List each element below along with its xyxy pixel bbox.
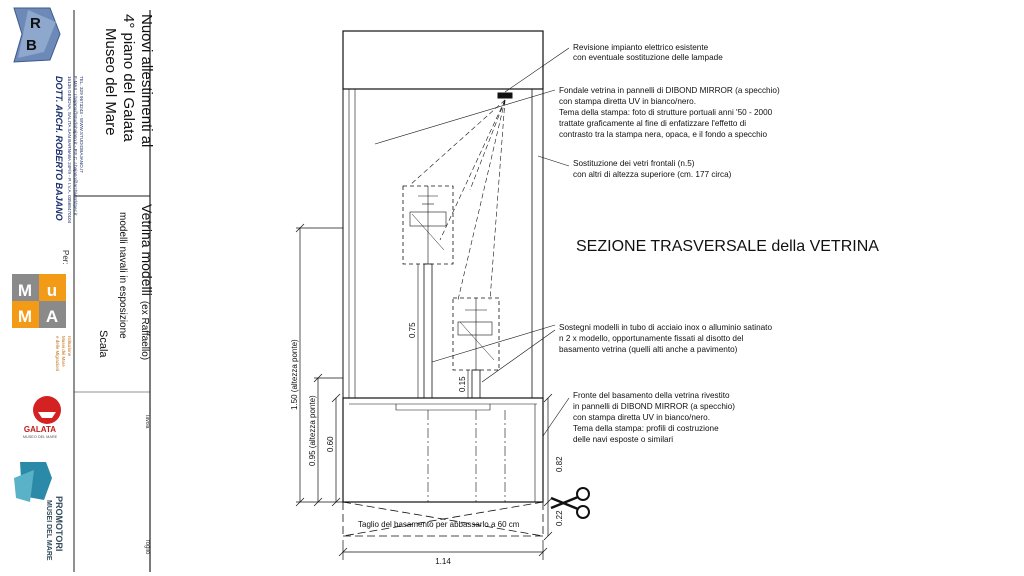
dim-label-060: 0.60 [326,436,335,452]
note-supports: Sostegni modelli in tubo di acciaio inox… [559,323,774,354]
architect-web: TEL. 329 9673243 - WWW.STUDIOBAJANO.IT [79,76,84,173]
note-electrical: Revisione impianto elettrico esistente c… [573,43,723,62]
project-title-line-1: Nuovi allestimenti al [138,14,155,147]
galata-name: GALATA [24,425,56,434]
muma-letter-2: u [47,281,57,300]
annotations: Revisione impianto elettrico esistente c… [559,43,782,444]
dim-label-095: 0.95 (altezza ponte) [308,395,317,466]
drawing-title-note: (ex Raffaello) [139,301,150,360]
lamp-housing [342,30,544,90]
scale-label: Scala [97,330,109,358]
logo-letter-r: R [30,15,41,32]
project-title-line-3: Museo del Mare [102,28,119,136]
lower-support-pole [471,369,481,399]
promotori-line-1: PROMOTORI [54,496,64,551]
cut-zone [342,501,544,537]
note-front-glass: Sostituzione dei vetri frontali (n.5) co… [573,159,732,179]
galata-caption: MUSEO DEL MARE [23,435,58,439]
project-title: Nuovi allestimenti al 4° piano del Galat… [102,14,155,147]
architect-block: DOTT. ARCH. ROBERTO BAJANO 16136 GENOVA,… [54,76,84,224]
muma-caption-1: Istituzione [67,336,72,357]
title-block: R B DOTT. ARCH. ROBERTO BAJANO 16136 GEN… [12,7,155,572]
dim-label-082: 0.82 [555,456,564,472]
upper-model [402,185,454,399]
note-base-front: Fronte del basamento della vetrina rives… [573,391,737,444]
dim-right-verticals [543,393,553,541]
section-drawing [295,30,590,560]
drawing-subtitle: modelli navali in esposizione [117,212,128,339]
base-centerlines [427,410,506,502]
dim-label-150: 1.50 (altezza ponte) [290,339,299,410]
project-title-line-2: 4° piano del Galata [120,14,137,142]
muma-letter-1: M [18,281,32,300]
drawing-title: Vetrina modelli [139,204,155,296]
muma-caption-2: Musei del Mare [61,336,66,367]
base-recess [395,404,491,411]
lamp [497,92,513,99]
architect-contacts: E-MAIL: r.bajano@studiobajano.it - P.E.C… [73,76,78,216]
dim-label-015: 0.15 [458,376,467,392]
dim-label-114: 1.14 [435,557,451,566]
scissors-icon [550,487,590,519]
muma-caption-3: e delle Migrazioni [55,336,60,371]
leader-lines [374,47,570,437]
upper-support-pole [423,263,433,399]
lower-model [452,297,500,399]
mu-ma-logo: M u M A Istituzione Musei del Mare e del… [12,274,72,371]
svg-text:Vetrina modelli(ex Raffaello): Vetrina modelli (ex Raffaello) [139,204,155,360]
per-label: Per: [61,250,70,265]
promotori-line-2: MUSEI DEL MARE [45,500,52,561]
muma-letter-4: A [46,307,58,326]
section-heading: SEZIONE TRASVERSALE della VETRINA [576,238,879,255]
rb-logo: R B [13,7,61,63]
dim-poles [417,264,469,398]
cut-note: Taglio del basamento per abbassarlo a 60… [358,520,520,529]
galata-logo: GALATA MUSEO DEL MARE [23,396,61,439]
architect-address: 16136 GENOVA, SALITA SAN BARNABA 24F/9 -… [67,76,72,224]
muma-letter-3: M [18,307,32,326]
note-backdrop: Fondale vetrina in pannelli di DIBOND MI… [559,86,782,139]
dim-left-verticals [295,223,343,507]
dim-label-075: 0.75 [408,322,417,338]
logo-letter-b: B [26,37,37,54]
dim-width [338,540,548,560]
dimension-labels: 1.50 (altezza ponte) 0.95 (altezza ponte… [290,322,564,566]
architect-name: DOTT. ARCH. ROBERTO BAJANO [54,76,64,221]
table-label: Tavola [144,414,150,429]
dim-label-022: 0.22 [555,510,564,526]
light-cone [409,99,506,301]
promotori-logo: PROMOTORI MUSEI DEL MARE [14,462,64,561]
sheet-label: foglio [144,540,150,555]
cabinet-base [342,397,544,503]
drawing-title-block: Vetrina modelli (ex Raffaello) modelli na… [97,204,155,360]
